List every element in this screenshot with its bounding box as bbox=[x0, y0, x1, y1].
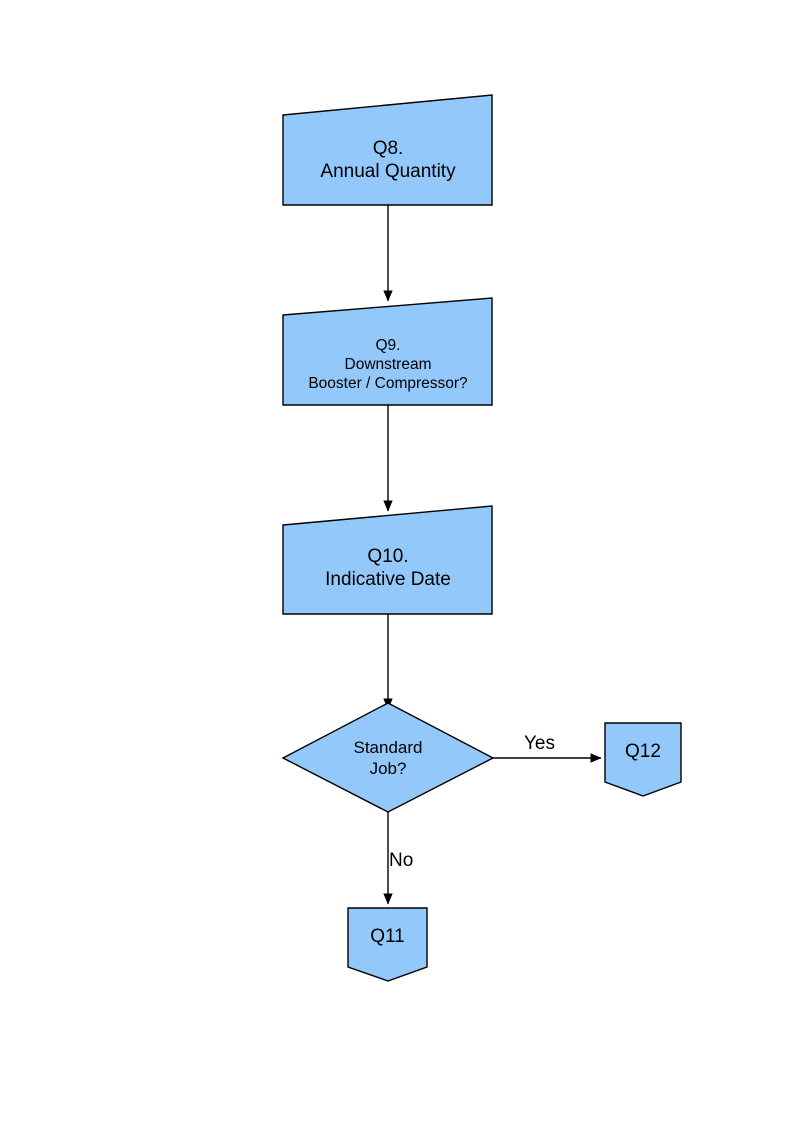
node-q10-shape[interactable] bbox=[282, 505, 493, 615]
node-q9-shape[interactable] bbox=[282, 297, 493, 406]
edge-label-no: No bbox=[389, 850, 414, 871]
node-q12-shape[interactable] bbox=[604, 722, 682, 797]
node-q8-shape[interactable] bbox=[282, 94, 493, 206]
node-decision-shape[interactable] bbox=[281, 702, 495, 813]
edge-label-yes: Yes bbox=[524, 733, 555, 754]
node-q11-shape[interactable] bbox=[347, 907, 428, 982]
